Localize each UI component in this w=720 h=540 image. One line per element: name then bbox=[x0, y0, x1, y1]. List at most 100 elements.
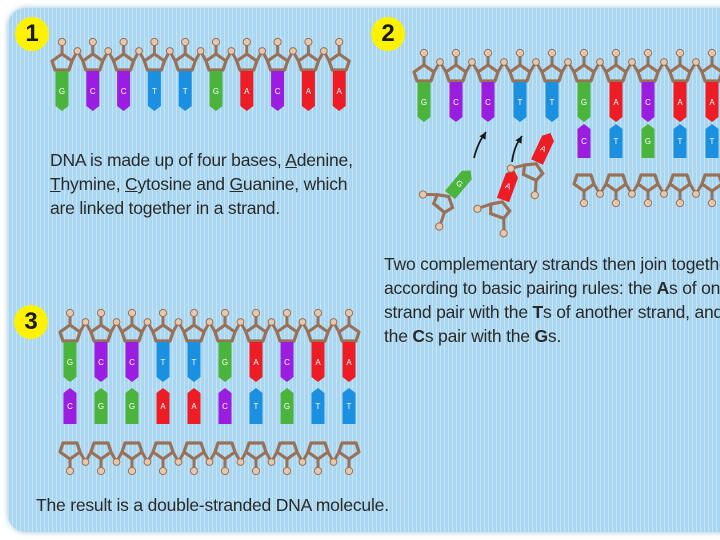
phosphate-bead bbox=[660, 190, 668, 198]
phosphate-bead bbox=[436, 58, 444, 66]
base-C bbox=[86, 71, 100, 111]
backbone-bead bbox=[611, 48, 621, 58]
base-T bbox=[178, 71, 192, 111]
sugar-ring bbox=[327, 52, 351, 72]
base-letter: C bbox=[284, 358, 290, 367]
sugar-ring bbox=[173, 52, 197, 72]
sugar-ring bbox=[521, 162, 545, 183]
sugar-ring bbox=[337, 323, 361, 343]
sugar-ring bbox=[306, 323, 330, 343]
backbone-bead bbox=[707, 48, 717, 58]
base-A bbox=[240, 71, 254, 111]
backbone-bead bbox=[515, 48, 525, 58]
phosphate-bead bbox=[174, 318, 183, 326]
base-C bbox=[117, 71, 131, 111]
base-A bbox=[673, 82, 687, 122]
phosphate-bead bbox=[596, 58, 604, 66]
caption-line: Thymine, Cytosine and Guanine, which bbox=[50, 172, 370, 196]
phosphate-bead bbox=[289, 47, 297, 55]
sugar-ring bbox=[89, 441, 113, 461]
base-letter: C bbox=[121, 87, 127, 96]
base-G bbox=[641, 124, 655, 158]
caption-line: strand pair with the Ts of another stran… bbox=[384, 300, 720, 324]
base-letter: A bbox=[253, 358, 259, 367]
base-A bbox=[187, 388, 201, 424]
sugar-ring bbox=[244, 441, 268, 461]
base-letter: G bbox=[213, 87, 219, 96]
caption-text: the bbox=[384, 326, 413, 346]
phosphate-bead bbox=[692, 190, 700, 198]
caption-line: Two complementary strands then join toge… bbox=[384, 252, 720, 276]
base-A bbox=[496, 169, 519, 203]
step-3-caption: The result is a double-stranded DNA mole… bbox=[36, 493, 416, 517]
base-A bbox=[342, 342, 356, 382]
caption-letter: T bbox=[532, 302, 544, 322]
sugar-ring bbox=[182, 323, 206, 343]
caption-text: according to basic pairing rules: the bbox=[384, 278, 657, 298]
base-A bbox=[249, 342, 263, 382]
backbone-bead bbox=[451, 48, 461, 58]
base-letter: G bbox=[98, 402, 104, 411]
phosphate-bead bbox=[596, 190, 604, 198]
base-C bbox=[125, 342, 139, 382]
phosphate-bead bbox=[236, 458, 245, 466]
base-letter: C bbox=[275, 87, 281, 96]
backbone-bead bbox=[313, 466, 323, 476]
base-G bbox=[63, 342, 77, 382]
sugar-ring bbox=[142, 52, 166, 72]
base-letter: T bbox=[678, 137, 683, 146]
caption-text: uanine, which bbox=[242, 174, 348, 194]
sugar-ring bbox=[700, 173, 720, 193]
base-T bbox=[705, 124, 719, 158]
base-C bbox=[280, 342, 294, 382]
caption-line: the Cs pair with the Gs. bbox=[384, 324, 720, 348]
base-T bbox=[147, 71, 161, 111]
caption-line: DNA is made up of four bases, Adenine, bbox=[50, 148, 370, 172]
backbone-bead bbox=[220, 308, 230, 318]
caption-letter: C bbox=[412, 326, 425, 346]
phosphate-bead bbox=[692, 58, 700, 66]
base-A bbox=[609, 82, 623, 122]
base-letter: T bbox=[710, 137, 715, 146]
base-letter: A bbox=[160, 402, 166, 411]
base-letter: G bbox=[222, 358, 228, 367]
arrow-head bbox=[479, 132, 486, 140]
backbone-bead bbox=[643, 48, 653, 58]
backbone-bead bbox=[189, 466, 199, 476]
backbone-bead bbox=[344, 466, 354, 476]
base-C bbox=[641, 82, 655, 122]
base-letter: T bbox=[518, 98, 523, 107]
sugar-ring bbox=[58, 323, 82, 343]
backbone-bead bbox=[547, 48, 557, 58]
backbone-bead bbox=[189, 308, 199, 318]
sugar-ring bbox=[213, 323, 237, 343]
base-letter: G bbox=[645, 137, 651, 146]
phosphate-bead bbox=[564, 58, 572, 66]
phosphate-bead bbox=[205, 318, 214, 326]
phosphate-bead bbox=[112, 318, 121, 326]
sugar-ring bbox=[151, 441, 175, 461]
sugar-ring bbox=[151, 323, 175, 343]
base-letter: C bbox=[67, 402, 73, 411]
phosphate-bead bbox=[165, 47, 174, 55]
backbone-bead bbox=[304, 37, 313, 47]
phosphate-bead bbox=[104, 47, 113, 55]
step-3-number: 3 bbox=[14, 305, 48, 339]
base-letter: T bbox=[183, 87, 188, 96]
sugar-ring bbox=[700, 63, 720, 83]
sugar-ring bbox=[431, 192, 455, 215]
sugar-ring bbox=[604, 63, 628, 83]
base-C bbox=[218, 388, 232, 424]
sugar-ring bbox=[120, 441, 144, 461]
sugar-ring bbox=[266, 52, 290, 72]
base-letter: A bbox=[613, 98, 619, 107]
caption-text: are linked together in a strand. bbox=[50, 198, 280, 218]
backbone-bead bbox=[181, 37, 190, 47]
sugar-ring bbox=[58, 441, 82, 461]
sugar-ring bbox=[668, 173, 692, 193]
phosphate-bead bbox=[319, 47, 328, 55]
caption-line: The result is a double-stranded DNA mole… bbox=[36, 493, 416, 517]
phosphate-bead bbox=[532, 58, 540, 66]
caption-initial: T bbox=[50, 174, 61, 194]
